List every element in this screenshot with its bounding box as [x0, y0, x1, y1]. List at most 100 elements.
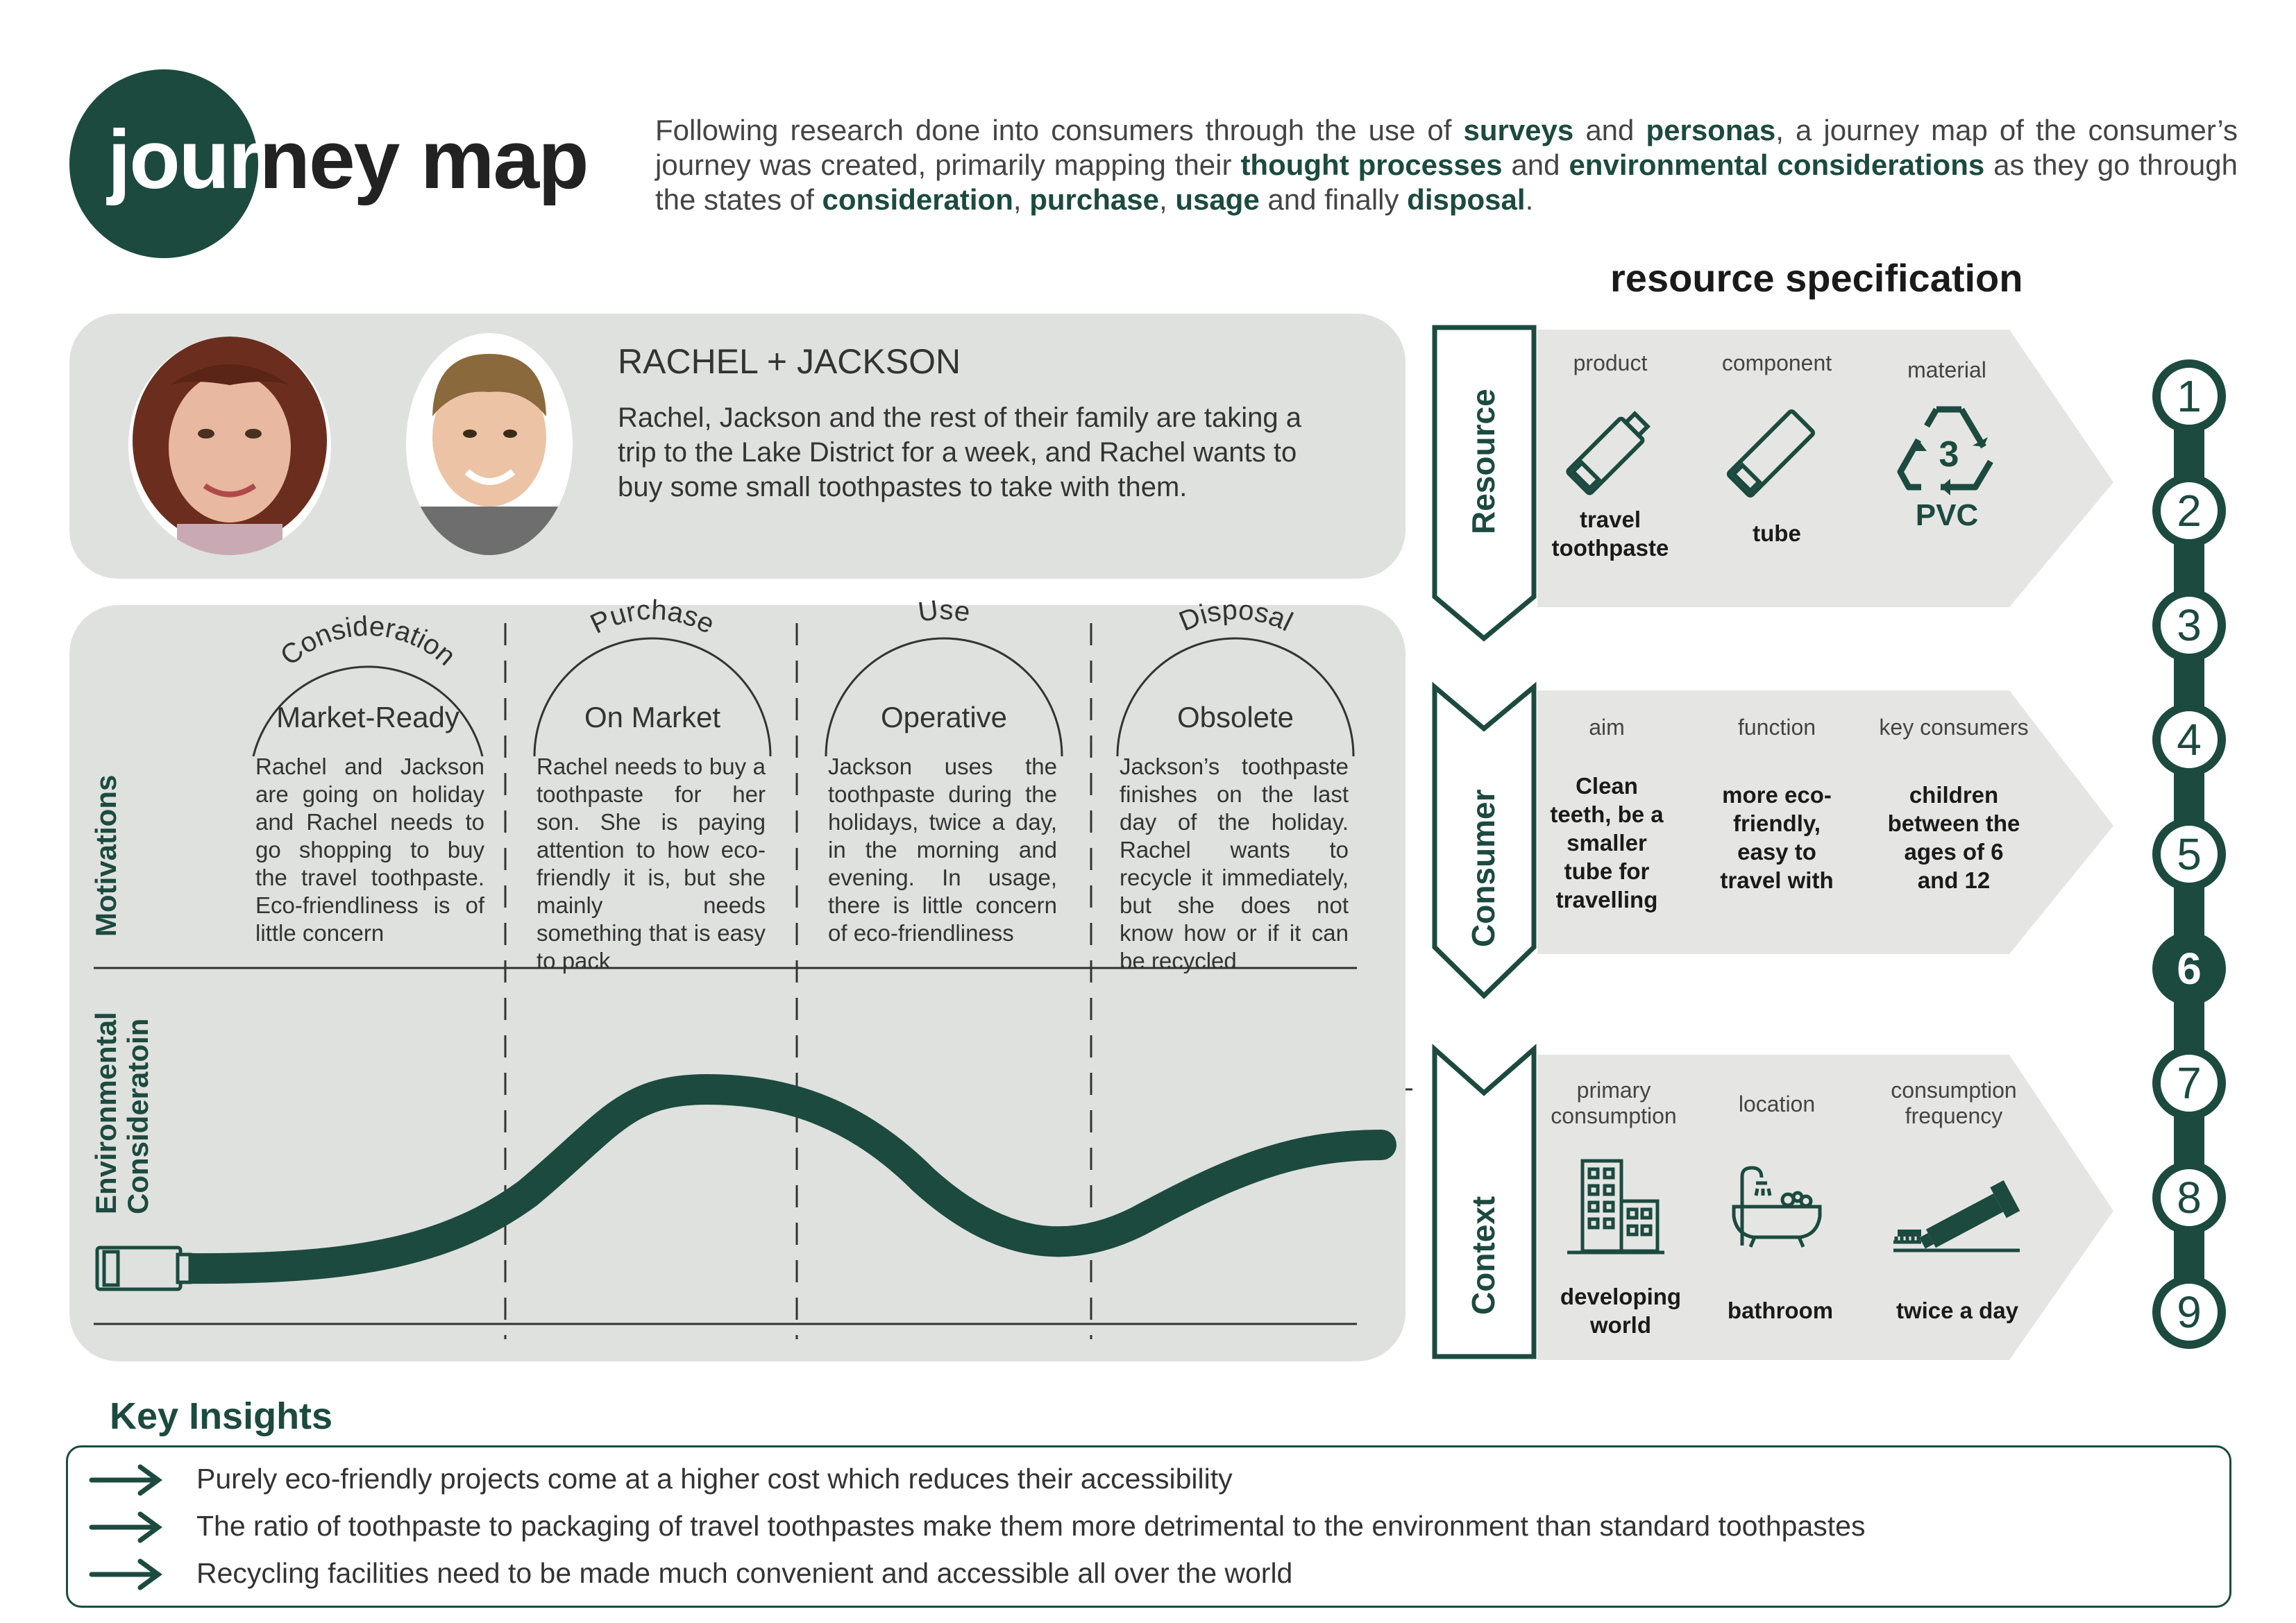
arc-consideration: [252, 665, 484, 757]
step-6[interactable]: 6: [2152, 932, 2226, 1005]
spec-label-aim: aim: [1589, 715, 1625, 740]
insight-item: Purely eco-friendly projects come at a h…: [196, 1463, 1233, 1495]
journey-graphics: Consideration Purchase Use Disposal: [94, 595, 1412, 1339]
stage-text-disposal: Jackson’s toothpaste finishes on the las…: [1120, 754, 1349, 974]
stage-text-purchase: Rachel needs to buy a toothpaste for her…: [537, 754, 766, 974]
resource-spec-title: resource specification: [1610, 256, 2023, 300]
resin-code: 3: [1939, 434, 1959, 475]
avatar-jackson: [406, 333, 573, 555]
spec-label-key-consumers: key consumers: [1879, 715, 2029, 740]
toothpaste-tube-icon: [1566, 411, 1651, 495]
buildings-icon: [1567, 1159, 1664, 1255]
spec-label-line: consumption: [1891, 1078, 2017, 1103]
insights-title: Key Insights: [110, 1395, 333, 1437]
row-label-env-line2: Consideratoin: [121, 1018, 154, 1214]
intro-keyword: purchase: [1029, 183, 1159, 216]
spec-label-component: component: [1721, 350, 1832, 375]
spec-value-key-consumers: children between the ages of 6 and 12: [1887, 782, 2020, 893]
step-5[interactable]: 5: [2152, 817, 2226, 891]
arc-label-use: Use: [916, 595, 972, 628]
persona-name: RACHEL + JACKSON: [618, 342, 961, 381]
toothpaste-cap-icon: [95, 1246, 192, 1291]
step-8[interactable]: 8: [2152, 1161, 2226, 1234]
intro-text: and: [1502, 148, 1569, 181]
arc-label-consideration: Consideration: [275, 611, 462, 672]
avatar-rachel: [128, 337, 331, 555]
spec-label-function: function: [1737, 715, 1816, 740]
persona-description: Rachel, Jackson and the rest of their fa…: [618, 402, 1301, 502]
insight-item: Recycling facilities need to be made muc…: [196, 1557, 1293, 1589]
spec-value-component: tube: [1753, 520, 1801, 546]
intro-keyword: usage: [1175, 183, 1260, 216]
arc-use: [825, 637, 1063, 757]
consumer-tag: [1432, 681, 1537, 999]
stage-state-disposal: Obsolete: [1176, 701, 1294, 733]
step-7[interactable]: 7: [2152, 1046, 2226, 1120]
page-title-white-part: jour: [108, 113, 261, 206]
stage-state-purchase: On Market: [584, 701, 721, 733]
tube-icon: [1726, 409, 1816, 498]
spec-value-line: developing: [1560, 1284, 1682, 1309]
step-4[interactable]: 4: [2152, 703, 2226, 776]
arc-label-purchase: Purchase: [586, 595, 719, 640]
arrow-right-icon: [89, 1464, 162, 1496]
intro-text: and: [1573, 114, 1646, 146]
title-circle: [69, 69, 258, 258]
insights-box: [66, 1445, 2231, 1608]
arc-purchase: [533, 637, 772, 757]
arc-label-disposal: Disposal: [1175, 595, 1298, 637]
step-2[interactable]: 2: [2152, 474, 2226, 547]
step-3[interactable]: 3: [2152, 588, 2226, 662]
intro-text: ,: [1158, 183, 1176, 216]
spec-value-line: travel: [1579, 507, 1641, 532]
environmental-curve: [172, 1073, 1396, 1284]
intro-text: as they go through the states of: [655, 148, 2238, 216]
consumer-heading: Consumer: [1465, 789, 1501, 947]
step-1[interactable]: 1: [2152, 359, 2226, 433]
consumer-card: [1537, 690, 2113, 954]
context-heading: Context: [1465, 1196, 1501, 1315]
bathtub-icon: [1732, 1166, 1822, 1248]
stage-dividers: [504, 623, 1092, 1339]
context-tag: [1432, 1044, 1537, 1359]
spec-value-line: world: [1590, 1312, 1651, 1338]
spec-label-product: product: [1573, 350, 1648, 375]
spec-label-line: frequency: [1905, 1103, 2003, 1128]
intro-text: Following research done into consumers t…: [655, 114, 1464, 146]
arrow-right-icon: [89, 1558, 162, 1590]
spec-label-line: primary: [1576, 1078, 1651, 1103]
spec-value-consumption-frequency: twice a day: [1896, 1298, 2019, 1323]
insight-item: The ratio of toothpaste to packaging of …: [196, 1510, 1866, 1542]
spec-label-material: material: [1907, 357, 1986, 382]
step-9[interactable]: 9: [2152, 1275, 2226, 1349]
intro-paragraph: Following research done into consumers t…: [655, 113, 2238, 217]
intro-text: .: [1525, 183, 1534, 216]
stage-state-use: Operative: [880, 701, 1008, 733]
spec-label-line: consumption: [1551, 1103, 1677, 1128]
spec-value-line: toothpaste: [1551, 535, 1669, 561]
resource-heading: Resource: [1465, 389, 1501, 534]
stage-text-consideration: Rachel and Jackson are going on holiday …: [255, 754, 484, 946]
intro-keyword: environmental considerations: [1569, 148, 1985, 181]
stage-state-consideration: Market-Ready: [276, 701, 459, 733]
spec-label-location: location: [1738, 1091, 1816, 1116]
resource-card: [1537, 330, 2113, 607]
toothbrush-icon: [1893, 1180, 2020, 1252]
resource-tag: [1432, 325, 1537, 642]
journey-panel: [69, 605, 1406, 1361]
spec-backgrounds: [1432, 325, 2113, 1360]
arc-disposal: [1116, 637, 1355, 757]
spec-value-material: PVC: [1915, 498, 1979, 532]
intro-keyword: thought processes: [1240, 148, 1503, 181]
spec-value-product: travel toothpaste: [1537, 505, 1683, 562]
context-card: [1537, 1055, 2113, 1360]
row-label-env-line1: Environmental: [90, 1012, 122, 1214]
intro-keyword: surveys: [1463, 114, 1574, 146]
row-label-environmental: Environmental Consideratoin: [90, 1012, 154, 1214]
spec-value-function: more eco-friendly, easy to travel with: [1720, 782, 1834, 893]
page-title-dark-part: ney map: [259, 113, 589, 206]
page-title: journey map: [108, 118, 589, 201]
intro-keyword: personas: [1646, 114, 1776, 146]
